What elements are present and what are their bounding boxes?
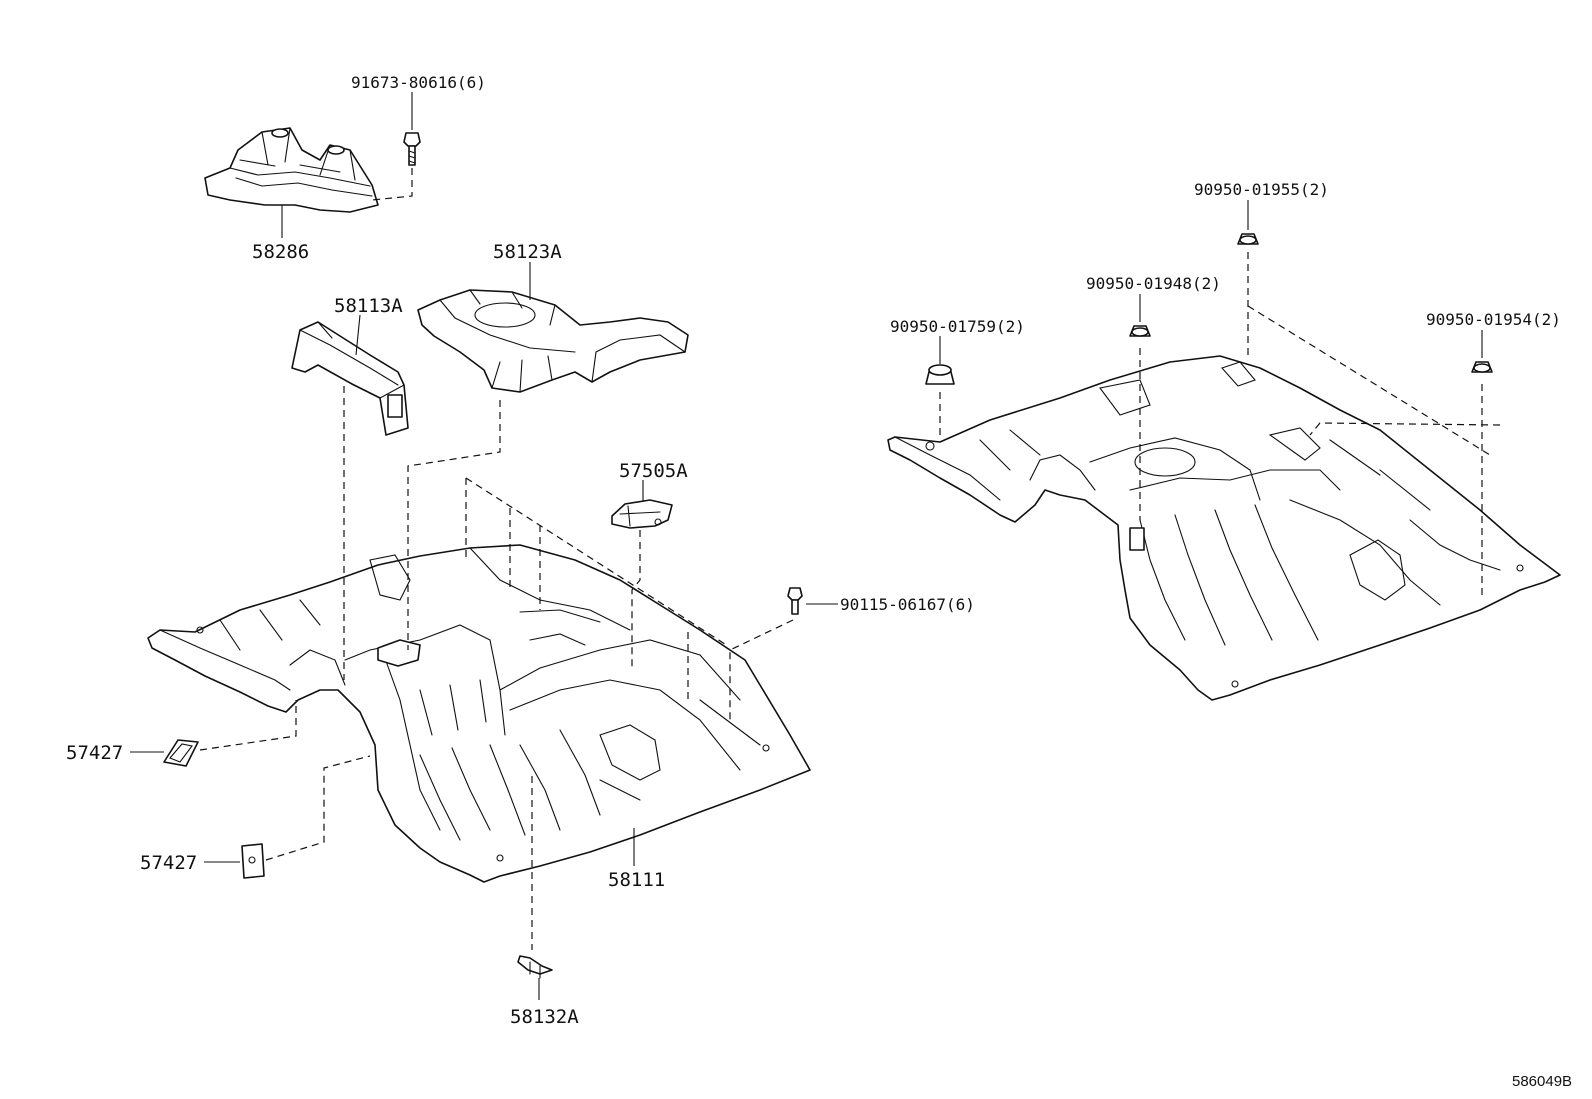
label-58113A: 58113A [334,295,403,317]
panel-58123A[interactable] [417,289,689,393]
label-58286: 58286 [252,241,309,263]
label-90950-01948: 90950-01948(2) [1086,274,1221,293]
label-57427-lower: 57427 [140,852,197,874]
bracket-58113A[interactable] [291,321,409,436]
shift-boot-58286[interactable] [204,127,379,213]
plug-57427-upper[interactable] [163,739,199,767]
label-58111: 58111 [608,869,665,891]
clip-58132A[interactable] [517,955,553,979]
label-91673-80616: 91673-80616(6) [351,73,486,92]
bracket-57505A[interactable] [611,499,673,529]
label-90950-01955: 90950-01955(2) [1194,180,1329,199]
label-58132A: 58132A [510,1006,579,1028]
label-57505A: 57505A [619,460,688,482]
floor-pan-58111[interactable] [147,544,811,883]
label-58123A: 58123A [493,241,562,263]
grommet-90950-01759[interactable] [925,364,955,385]
diagram-reference-code: 586049B [1512,1073,1572,1090]
label-90950-01954: 90950-01954(2) [1426,310,1561,329]
label-90950-01759: 90950-01759(2) [890,317,1025,336]
clip-90950-01948[interactable] [1129,325,1151,337]
plate-57427-lower[interactable] [241,843,265,879]
bolt-91673-80616[interactable] [403,132,421,166]
floor-assembly-right[interactable] [887,355,1561,701]
clip-90950-01954[interactable] [1471,361,1493,373]
label-57427-upper: 57427 [66,742,123,764]
label-90115-06167: 90115-06167(6) [840,595,975,614]
bolt-90115-06167[interactable] [787,587,803,615]
clip-90950-01955[interactable] [1237,233,1259,245]
